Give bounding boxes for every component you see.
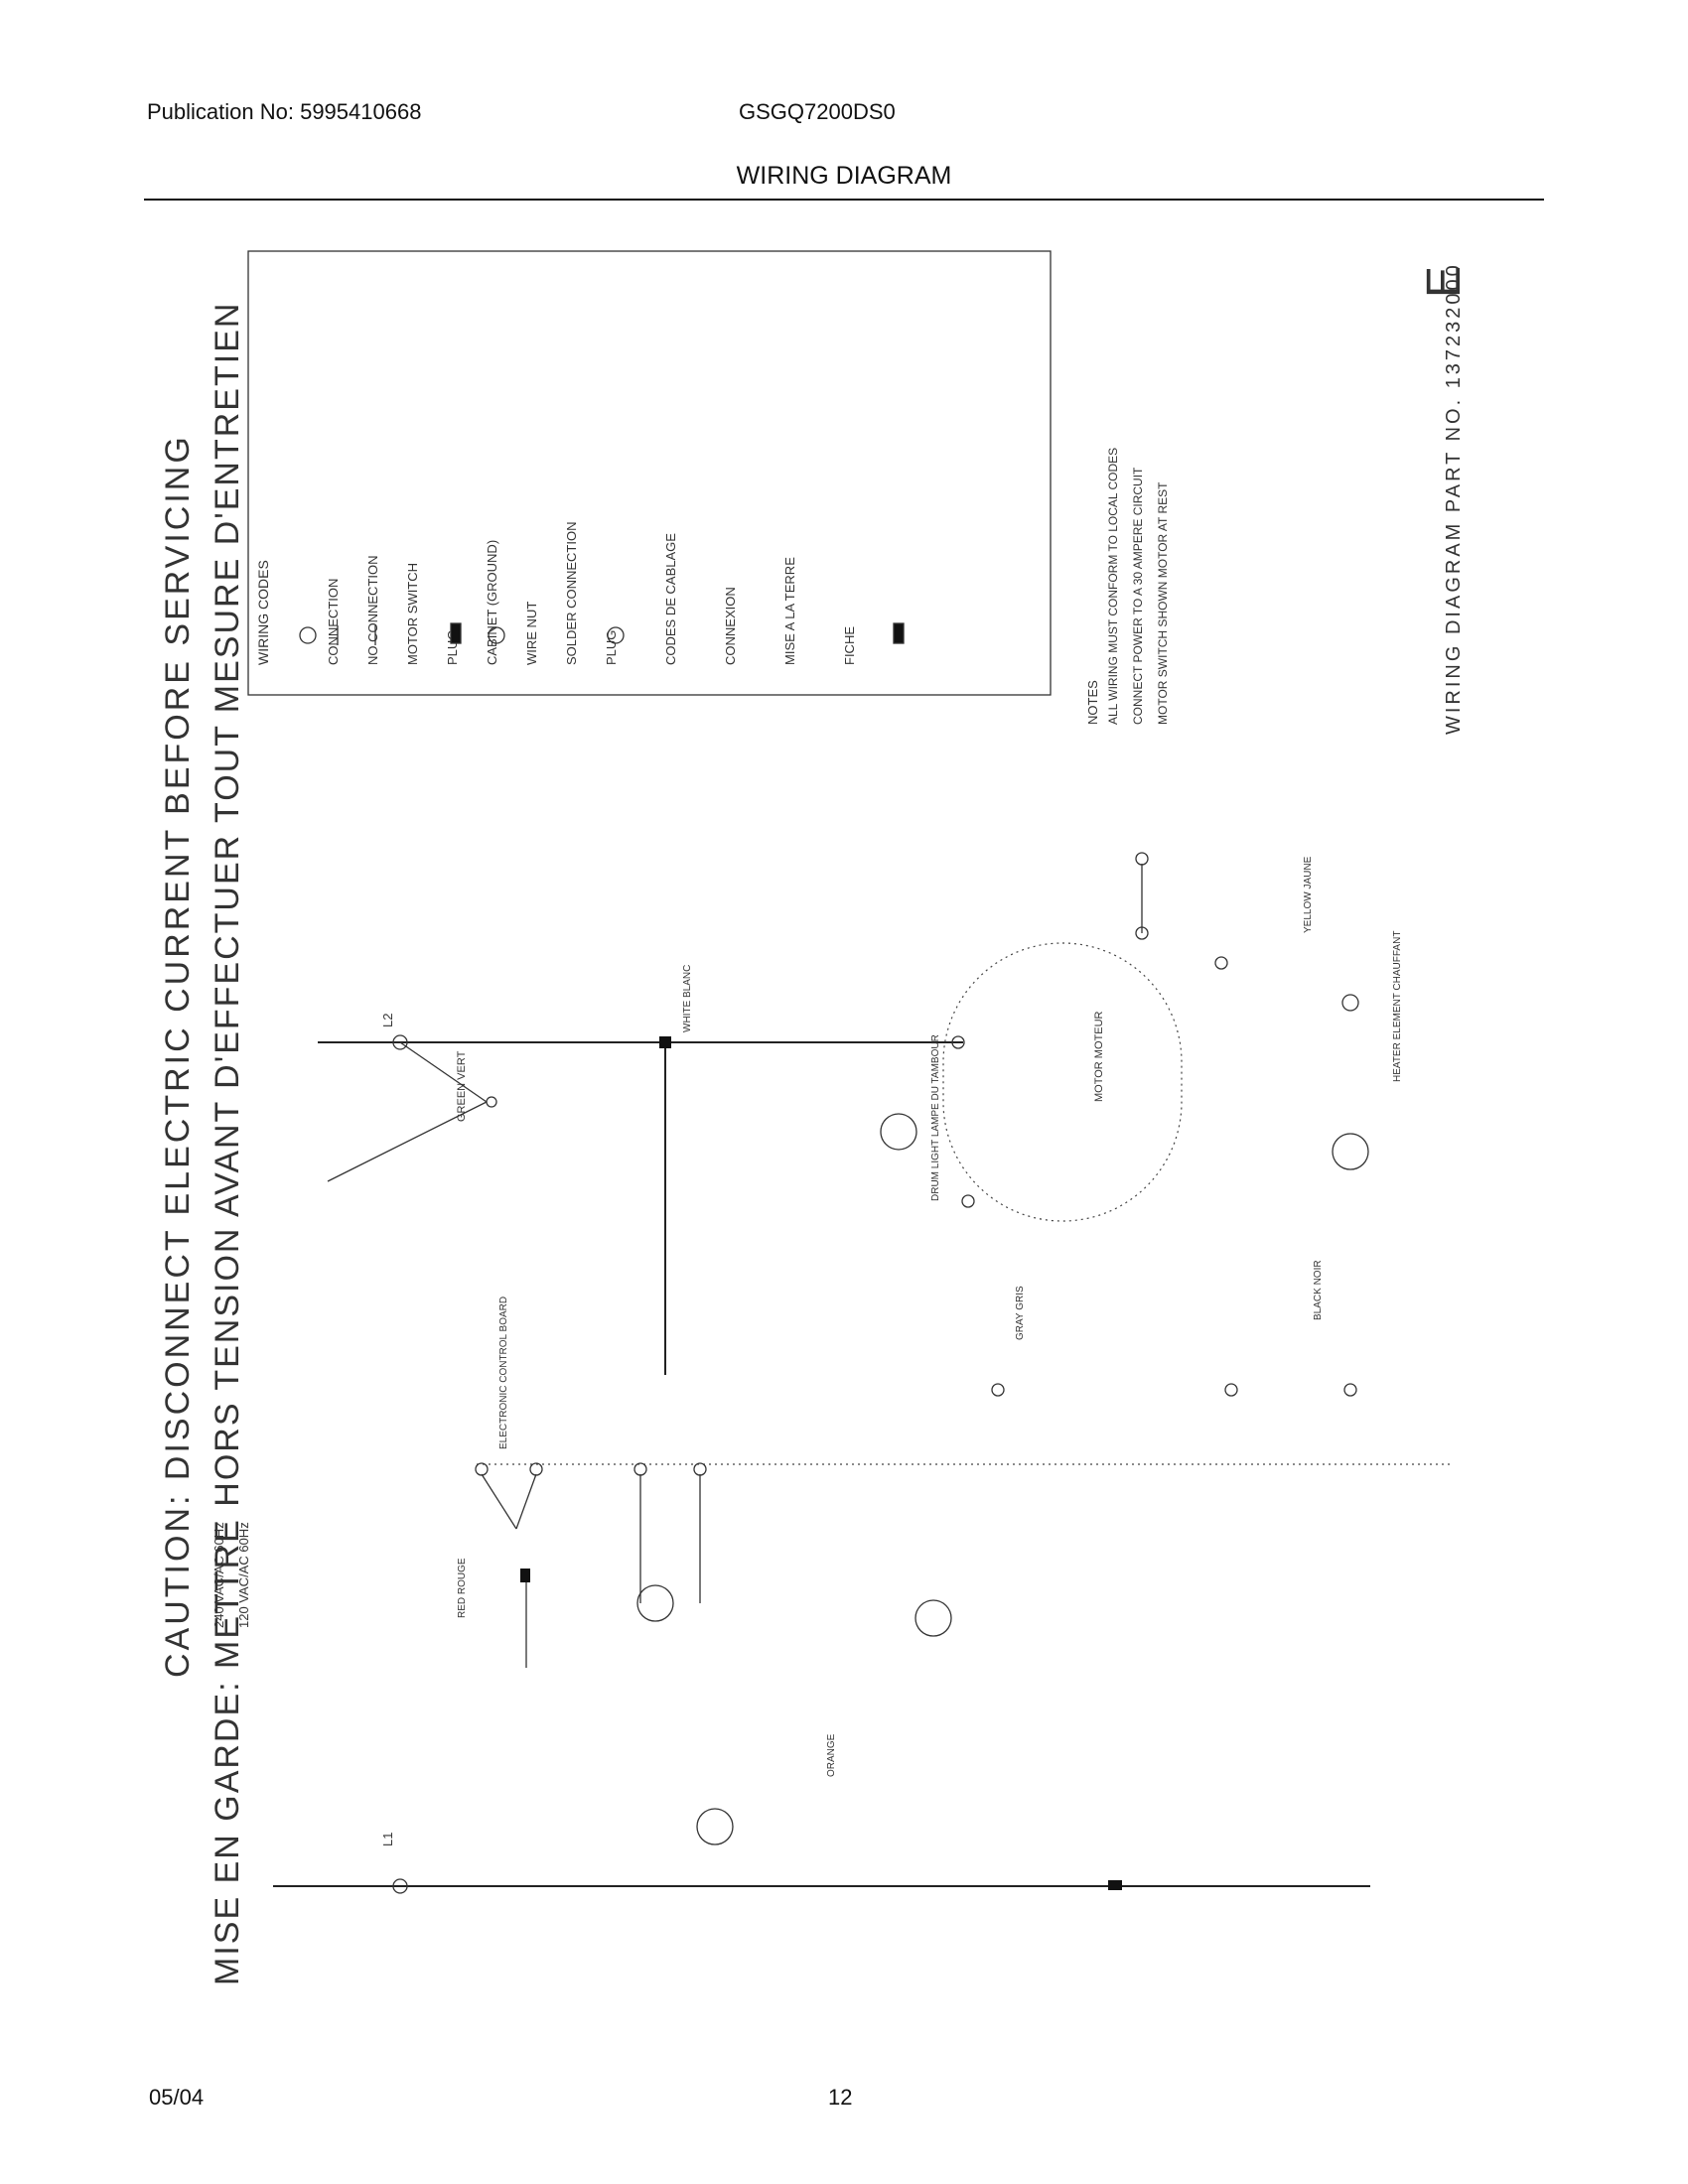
legend-item: CONNECTION [326, 579, 341, 665]
legend-item: CONNEXION [723, 587, 738, 665]
part-letter: E [1418, 266, 1471, 298]
legend-item: MOTOR SWITCH [405, 563, 420, 665]
header-rule [144, 199, 1544, 201]
note-item: CONNECT POWER TO A 30 AMPERE CIRCUIT [1131, 467, 1145, 725]
motor [942, 942, 1183, 1222]
legend-items: CONNECTION NO CONNECTION MOTOR SWITCH PL… [326, 522, 857, 665]
label-timer: ELECTRONIC CONTROL BOARD [498, 1297, 509, 1449]
legend-item: FICHE [842, 626, 857, 665]
label-120v: 120 VAC/AC 60Hz [236, 1522, 251, 1628]
notes-heading: NOTES [1085, 680, 1100, 725]
page-title: WIRING DIAGRAM [736, 162, 952, 190]
label-l1: L1 [380, 1833, 395, 1846]
legend-item: NO CONNECTION [365, 556, 380, 666]
legend-item: SOLDER CONNECTION [564, 522, 579, 665]
label-240v: 240 VAC/AC 60Hz [211, 1522, 226, 1628]
legend-heading: WIRING CODES [255, 560, 271, 665]
label-drum-light: DRUM LIGHT LAMPE DU TAMBOUR [930, 1034, 941, 1201]
legend-item: WIRE NUT [524, 602, 539, 665]
label-motor: MOTOR MOTEUR [1093, 1011, 1105, 1102]
label-green: GREEN VERT [456, 1050, 468, 1122]
caution-english: CAUTION: DISCONNECT ELECTRIC CURRENT BEF… [159, 434, 197, 1678]
legend-item: PLUG [604, 630, 619, 665]
note-item: MOTOR SWITCH SHOWN MOTOR AT REST [1156, 481, 1170, 725]
part-number: WIRING DIAGRAM PART NO. 137232000 [1443, 262, 1465, 735]
label-red: RED ROUGE [457, 1558, 468, 1618]
legend-item: CODES DE CABLAGE [663, 533, 678, 665]
label-yellow: YELLOW JAUNE [1303, 856, 1314, 933]
model-number: GSGQ7200DS0 [739, 99, 896, 124]
label-white: WHITE BLANC [682, 965, 693, 1032]
label-l2: L2 [380, 1014, 395, 1027]
label-gray: GRAY GRIS [1015, 1286, 1026, 1340]
label-heater: HEATER ELEMENT CHAUFFANT [1392, 931, 1403, 1082]
page-number: 12 [828, 2085, 853, 2110]
note-item: ALL WIRING MUST CONFORM TO LOCAL CODES [1106, 448, 1120, 725]
legend-symbols [299, 622, 905, 645]
thermal-fuse-icon [636, 1584, 674, 1622]
legend-item: MISE A LA TERRE [782, 557, 797, 665]
label-orange: ORANGE [826, 1733, 837, 1777]
drum-light-icon [880, 1113, 917, 1151]
heater-icon [1332, 1133, 1369, 1170]
label-black: BLACK NOIR [1313, 1260, 1324, 1320]
caution-french: MISE EN GARDE: METTRE HORS TENSION AVANT… [209, 302, 246, 1985]
publication-date: 05/04 [149, 2085, 205, 2110]
wiring-diagram: CAUTION: DISCONNECT ELECTRIC CURRENT BEF… [159, 250, 1471, 1985]
legend-item: CABINET (GROUND) [485, 540, 499, 665]
publication-number: Publication No: 5995410668 [147, 99, 422, 124]
legend-box [247, 250, 1052, 696]
